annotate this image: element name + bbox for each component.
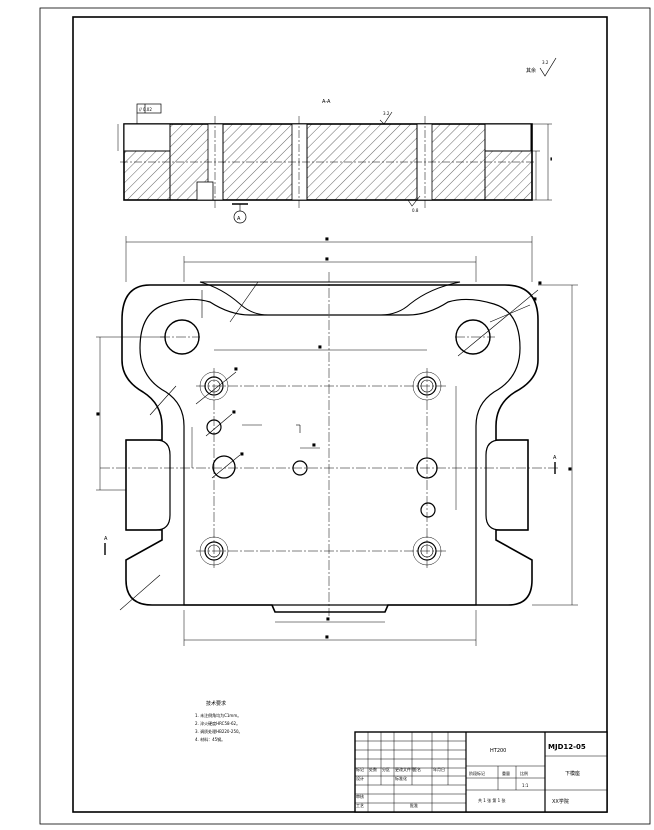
section-roughness-top: 3.2 <box>383 111 390 116</box>
tech-title: 技术要求 <box>206 700 226 707</box>
svg-text:■: ■ <box>568 466 572 471</box>
tech-item-4: 4. 材料：45钢。 <box>195 736 225 742</box>
svg-text:■: ■ <box>326 616 330 621</box>
tb-standardize: 标准化 <box>395 775 407 781</box>
svg-text:■: ■ <box>232 409 236 414</box>
tb-header-mark: 标记 <box>356 766 364 772</box>
tech-requirements: 技术要求 1. 未注倒角均为C1mm。 2. 淬火硬度HRC58-62。 3. … <box>195 700 243 742</box>
section-roughness-bottom: 0.8 <box>412 208 419 213</box>
section-marker-right: A <box>553 455 557 461</box>
svg-text:■: ■ <box>96 411 100 416</box>
svg-text:■: ■ <box>325 236 329 241</box>
tb-scale-label: 比例 <box>520 770 528 776</box>
tb-drawing-number: MJD12-05 <box>548 743 586 751</box>
svg-text:■: ■ <box>240 451 244 456</box>
section-label: A-A <box>322 99 331 105</box>
tb-weight: 重量 <box>502 770 510 776</box>
tech-item-2: 2. 淬火硬度HRC58-62。 <box>195 720 240 726</box>
tolerance-box: // 0.02 <box>139 107 152 112</box>
tb-approve: 批准 <box>410 802 418 808</box>
tb-org: XX学院 <box>552 798 569 805</box>
section-view: A-A // 0.02 3.2 0.8 <box>117 99 552 224</box>
tb-header-zone: 分区 <box>382 766 390 772</box>
tb-design: 设计 <box>356 775 364 781</box>
plan-view: ■ ■ ■ ■ ■ ■ ■ ■ ■ ■ ■ ■ ■ A A <box>96 236 578 646</box>
tb-part-name: 下模座 <box>565 770 580 777</box>
tech-item-1: 1. 未注倒角均为C1mm。 <box>195 712 241 718</box>
svg-text:■: ■ <box>234 366 238 371</box>
tb-review: 审核 <box>356 793 364 799</box>
tb-header-sign: 签名 <box>413 766 421 772</box>
svg-text:■: ■ <box>318 344 322 349</box>
datum-label: A <box>237 216 241 222</box>
tech-item-3: 3. 调质处理HB220-250。 <box>195 728 243 734</box>
inner-frame <box>72 16 608 813</box>
tb-header-date: 年月日 <box>433 766 445 772</box>
svg-text:■: ■ <box>533 296 537 301</box>
tb-material: HT200 <box>490 748 506 754</box>
svg-text:■: ■ <box>312 442 316 447</box>
svg-text:■: ■ <box>325 634 329 639</box>
roughness-note-value: 3.2 <box>542 60 549 65</box>
tb-scale: 1:1 <box>522 783 529 788</box>
roughness-note: 其余 3.2 <box>526 57 557 77</box>
tb-stage: 阶段标记 <box>469 770 485 776</box>
tb-process: 工艺 <box>356 803 364 808</box>
tb-header-count: 处数 <box>369 766 377 772</box>
section-height-dim: ▮ <box>550 156 552 161</box>
roughness-note-label: 其余 <box>526 67 536 74</box>
svg-text:■: ■ <box>538 280 542 285</box>
svg-text:■: ■ <box>325 256 329 261</box>
section-marker-left: A <box>104 536 108 542</box>
tb-sheet-info: 共 1 张 第 1 张 <box>478 797 505 803</box>
tb-header-docno: 更改文件号 <box>395 766 415 772</box>
outer-border <box>39 7 651 825</box>
title-block: 标记 处数 分区 更改文件号 签名 年月日 设计 标准化 审核 工艺 批准 HT… <box>354 731 608 813</box>
